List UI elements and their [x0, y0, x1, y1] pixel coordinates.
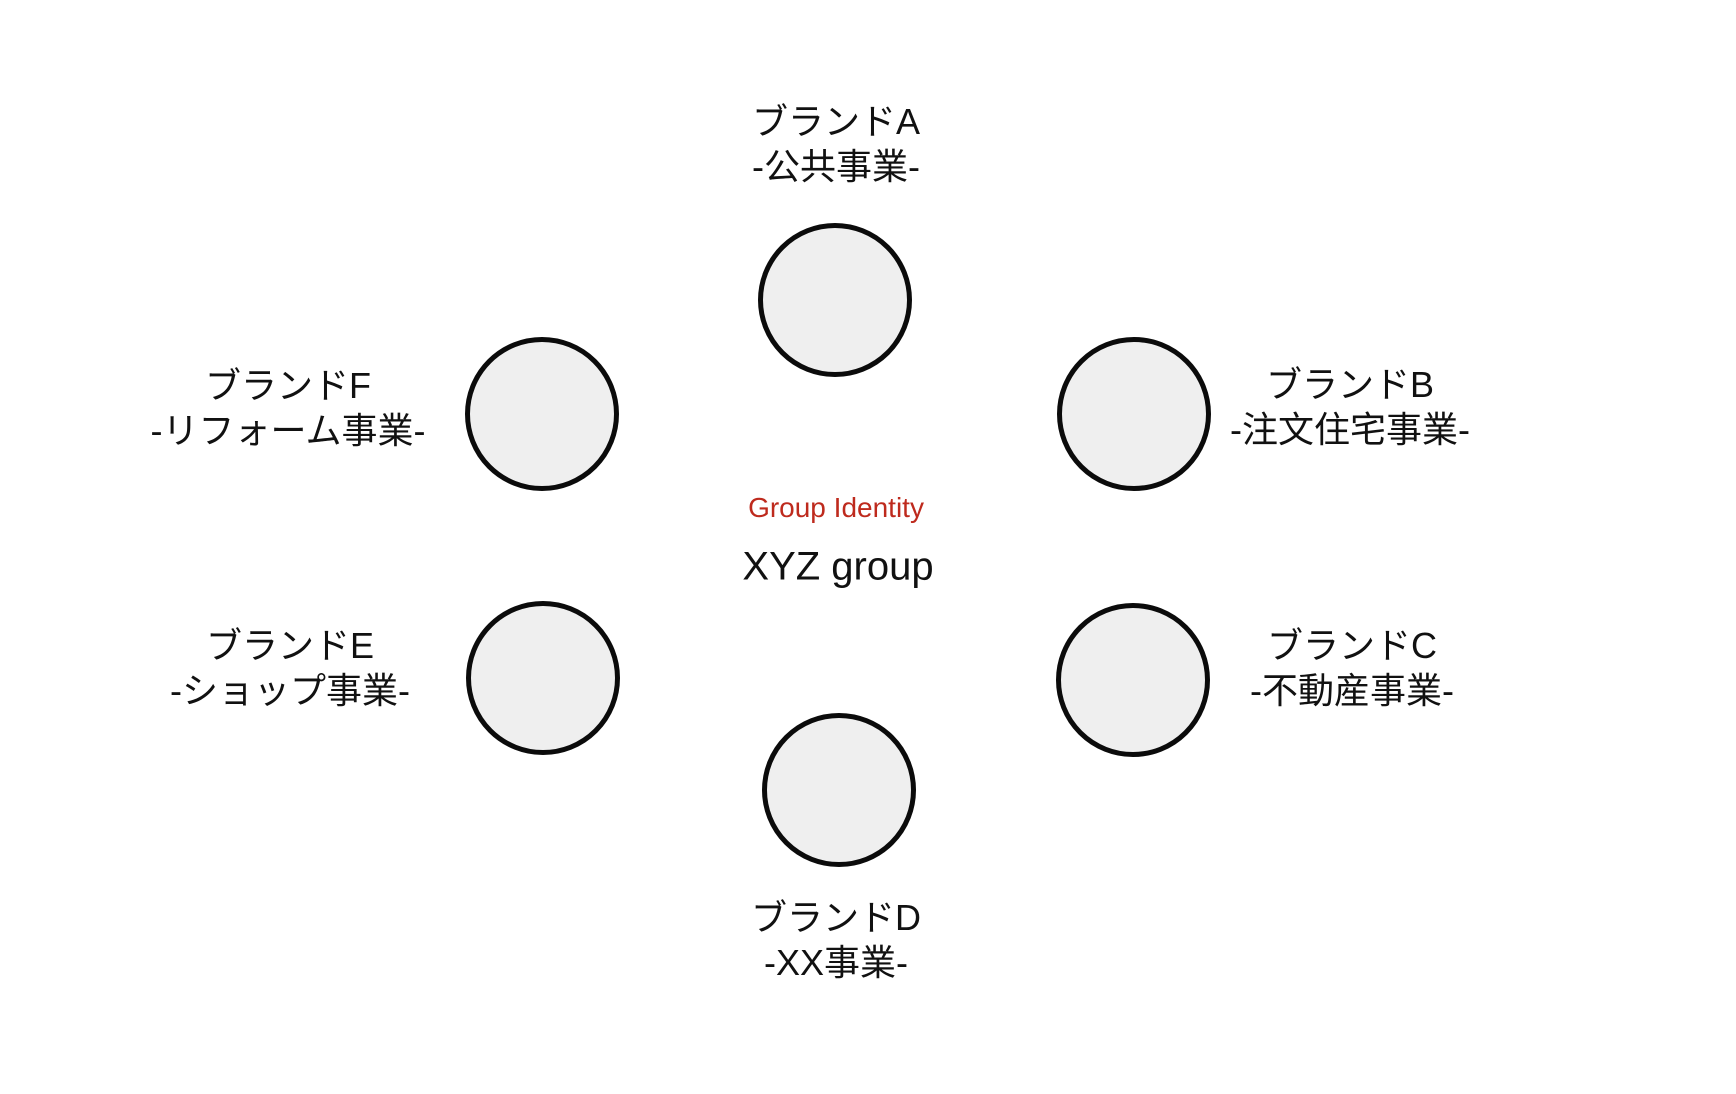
group-identity-subtitle: Group Identity	[748, 492, 924, 523]
brand-c-label: ブランドC -不動産事業-	[1250, 623, 1454, 713]
brand-d-circle	[762, 713, 916, 867]
brand-a-label: ブランドA -公共事業-	[752, 99, 920, 189]
brand-d-business: -XX事業-	[763, 942, 908, 983]
brand-e-business: -ショップ事業-	[170, 670, 410, 711]
brand-f-circle	[465, 337, 619, 491]
brand-e-label: ブランドE -ショップ事業-	[170, 623, 410, 713]
brand-f-label: ブランドF -リフォーム事業-	[151, 363, 426, 453]
brand-a-circle	[758, 223, 912, 377]
brand-b-circle	[1057, 337, 1211, 491]
brand-a-business: -公共事業-	[752, 146, 920, 187]
brand-c-name: ブランドC	[1266, 625, 1437, 666]
group-name-title: XYZ group	[742, 544, 934, 589]
brand-a-name: ブランドA	[751, 101, 921, 142]
brand-f-business: -リフォーム事業-	[150, 410, 426, 451]
brand-c-circle	[1056, 603, 1210, 757]
brand-b-name: ブランドB	[1265, 364, 1435, 405]
brand-f-name: ブランドF	[205, 365, 371, 406]
brand-e-name: ブランドE	[205, 625, 375, 666]
brand-d-name: ブランドD	[751, 897, 921, 938]
brand-e-circle	[466, 601, 620, 755]
brand-c-business: -不動産事業-	[1250, 670, 1454, 711]
brand-d-label: ブランドD -XX事業-	[751, 895, 921, 985]
brand-b-business: -注文住宅事業-	[1230, 409, 1470, 450]
brand-b-label: ブランドB -注文住宅事業-	[1230, 362, 1470, 452]
